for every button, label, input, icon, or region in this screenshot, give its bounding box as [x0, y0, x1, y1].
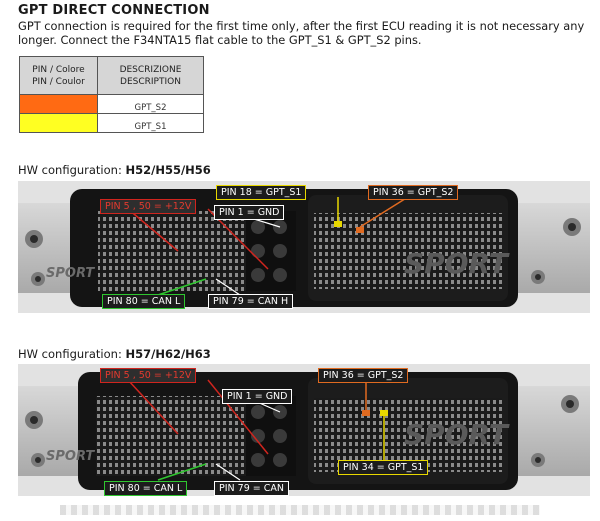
sport-watermark-1-left: SPORT — [46, 266, 95, 281]
pin-marker-gpt-s1-1 — [334, 221, 342, 227]
hw-config-2-models: H57/H62/H63 — [125, 347, 211, 361]
legend-row-gpt-s2: GPT_S2 — [19, 94, 204, 114]
hw-config-2-prefix: HW configuration: — [18, 347, 126, 361]
label-pin1-gnd-2: PIN 1 = GND — [222, 389, 293, 404]
pin-marker-gpt-s2-1 — [356, 227, 364, 233]
legend-label-gpt-s1: GPT_S1 — [97, 113, 204, 133]
legend-header-description: DESCRIZIONE DESCRIPTION — [97, 56, 204, 95]
ecu-connector-2-image: SPORT SPORT — [18, 364, 590, 496]
legend-header-pin-it: PIN / Colore — [32, 64, 85, 75]
ecu-connector-1-image: SPORT SPORT — [18, 181, 590, 313]
sport-watermark-1: SPORT — [404, 247, 510, 280]
intro-text: GPT connection is required for the first… — [18, 19, 585, 47]
sport-watermark-2: SPORT — [404, 418, 510, 451]
label-pin36-gpt-s2: PIN 36 = GPT_S2 — [368, 185, 459, 200]
label-pin34-gpt-s1: PIN 34 = GPT_S1 — [338, 460, 429, 475]
legend-header-pin-en: PIN / Coulor — [32, 76, 85, 87]
label-pin5-50-12v: PIN 5 , 50 = +12V — [100, 199, 197, 214]
hw-config-1-heading: HW configuration: H52/H55/H56 — [18, 163, 211, 177]
label-pin36-gpt-s2-2: PIN 36 = GPT_S2 — [318, 368, 409, 383]
legend-header-desc-en: DESCRIPTION — [120, 76, 181, 87]
pin-marker-gpt-s1-2 — [380, 410, 388, 416]
label-pin5-50-12v-2: PIN 5 , 50 = +12V — [100, 368, 197, 383]
sport-watermark-2-left: SPORT — [46, 449, 95, 464]
label-pin79-can: PIN 79 = CAN — [214, 481, 289, 496]
label-pin1-gnd: PIN 1 = GND — [214, 205, 285, 220]
hw-config-1-prefix: HW configuration: — [18, 163, 126, 177]
bottom-scan-artifact — [60, 505, 540, 515]
legend-header-pin: PIN / Colore PIN / Coulor — [19, 56, 98, 95]
legend-label-gpt-s2: GPT_S2 — [97, 94, 204, 114]
legend-header-desc-it: DESCRIZIONE — [119, 64, 182, 75]
legend-swatch-orange — [19, 94, 98, 114]
color-legend-table: PIN / Colore PIN / Coulor DESCRIZIONE DE… — [19, 56, 204, 133]
ecu-photo-2: SPORT SPORT PIN 5 , 50 = +12V PIN 36 = G… — [18, 364, 590, 496]
label-pin18-gpt-s1: PIN 18 = GPT_S1 — [216, 185, 307, 200]
ecu-photo-1: SPORT SPORT PIN 18 = GPT_S1 PIN 36 = GPT… — [18, 181, 590, 313]
legend-row-gpt-s1: GPT_S1 — [19, 113, 204, 133]
page-title: GPT DIRECT CONNECTION — [18, 3, 210, 18]
pin-marker-gpt-s2-2 — [362, 410, 370, 416]
label-pin80-can-l: PIN 80 = CAN L — [102, 294, 186, 309]
hw-config-1-models: H52/H55/H56 — [125, 163, 211, 177]
legend-header-row: PIN / Colore PIN / Coulor DESCRIZIONE DE… — [19, 56, 204, 95]
label-pin80-can-l-2: PIN 80 = CAN L — [104, 481, 188, 496]
hw-config-2-heading: HW configuration: H57/H62/H63 — [18, 347, 211, 361]
label-pin79-can-h: PIN 79 = CAN H — [208, 294, 294, 309]
legend-swatch-yellow — [19, 113, 98, 133]
